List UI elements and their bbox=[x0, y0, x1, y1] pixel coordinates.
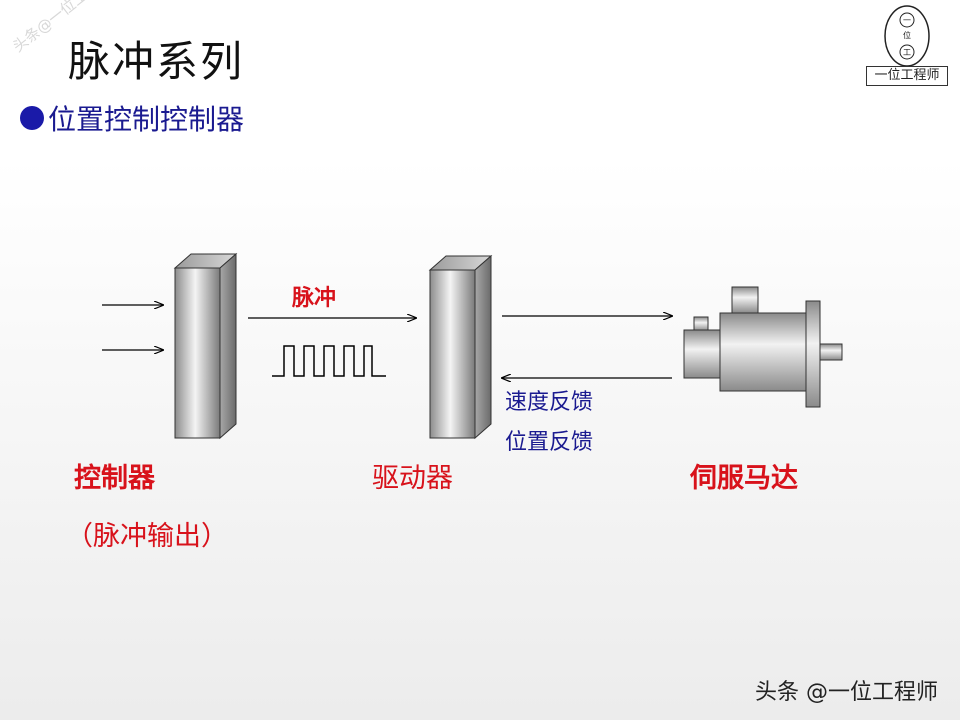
subtitle-row: 位置控制控制器 bbox=[20, 98, 244, 138]
pulse-waveform bbox=[272, 345, 386, 377]
servo-motor-icon bbox=[683, 286, 843, 408]
logo-caption: 一位工程师 bbox=[866, 66, 948, 86]
subtitle: 位置控制控制器 bbox=[48, 103, 245, 136]
seal-char-2: 位 bbox=[903, 30, 911, 40]
logo-seal-icon: 一 位 工 bbox=[884, 5, 930, 67]
bullet-icon bbox=[20, 106, 44, 130]
position-feedback-label: 位置反馈 bbox=[505, 430, 594, 455]
seal-char-3: 工 bbox=[903, 48, 911, 57]
driver-box bbox=[428, 254, 493, 440]
footer-watermark: 头条 @一位工程师 bbox=[755, 680, 938, 705]
controller-box bbox=[173, 252, 238, 440]
logo: 一 位 工 一位工程师 bbox=[866, 4, 948, 86]
driver-label: 驱动器 bbox=[372, 463, 453, 494]
page-title: 脉冲系列 bbox=[68, 37, 245, 86]
controller-sub-label: （脉冲输出） bbox=[66, 521, 228, 552]
pulse-label: 脉冲 bbox=[292, 286, 337, 311]
speed-feedback-label: 速度反馈 bbox=[505, 390, 594, 415]
motor-label: 伺服马达 bbox=[690, 463, 798, 494]
controller-label: 控制器 bbox=[74, 463, 155, 494]
seal-char-1: 一 bbox=[903, 16, 911, 25]
